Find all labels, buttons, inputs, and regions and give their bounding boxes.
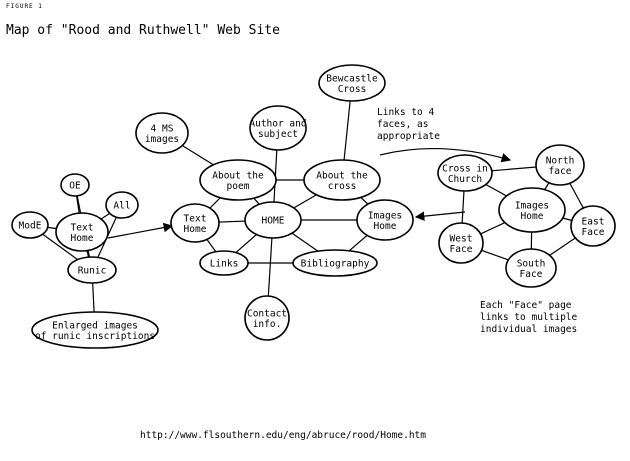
arrow-to-images-home	[414, 211, 466, 221]
node-shape-oe	[60, 173, 90, 197]
node-shape-home	[244, 201, 302, 239]
node-oe: OE	[60, 173, 90, 197]
node-label-oe: OE	[69, 181, 81, 192]
node-shape-north-face	[535, 144, 585, 186]
node-label-images-home-center: Images	[368, 210, 402, 221]
node-shape-south-face	[505, 248, 557, 288]
arrow-to-text-home	[107, 222, 174, 239]
node-label-contact: info.	[253, 319, 282, 330]
node-shape-about-cross	[303, 159, 381, 201]
node-label-east-face: East	[582, 216, 605, 227]
node-label-text-home-center: Home	[184, 224, 207, 235]
node-shape-links	[199, 250, 249, 276]
node-mode: ModE	[11, 211, 49, 239]
node-shape-contact	[244, 295, 290, 341]
node-shape-runic	[67, 256, 117, 284]
node-label-four-ms: images	[145, 134, 179, 145]
node-label-images-home-right: Home	[521, 211, 544, 222]
node-shape-bibliography	[292, 249, 378, 277]
node-label-mode: ModE	[19, 221, 42, 232]
arrow-to-faces	[379, 147, 512, 163]
node-shape-cross-church	[437, 154, 493, 192]
node-shape-about-poem	[199, 159, 277, 201]
node-shape-east-face	[570, 205, 616, 247]
face-pages-note: Each "Face" page links to multiple indiv…	[480, 300, 578, 335]
node-label-about-cross: cross	[328, 181, 357, 192]
node-label-bewcastle: Bewcastle	[326, 73, 378, 84]
node-label-text-home-left: Text	[71, 222, 94, 233]
node-label-home: HOME	[262, 216, 285, 227]
node-label-cross-church: Church	[448, 174, 482, 185]
node-label-about-cross: About the	[316, 170, 368, 181]
node-label-author: Author and	[249, 118, 306, 129]
node-label-south-face: South	[517, 258, 546, 269]
node-label-all: All	[113, 201, 130, 212]
node-shape-images-home-right	[498, 187, 566, 233]
node-label-bewcastle: Cross	[338, 84, 367, 95]
node-label-south-face: Face	[520, 269, 543, 280]
node-label-enlarged: of runic inscriptions	[35, 331, 155, 342]
node-label-north-face: face	[549, 166, 572, 177]
node-label-four-ms: 4 MS	[151, 123, 174, 134]
site-url: http://www.flsouthern.edu/eng/abruce/roo…	[140, 430, 426, 441]
node-label-about-poem: poem	[227, 181, 250, 192]
node-label-north-face: North	[546, 155, 575, 166]
node-shape-enlarged	[31, 311, 159, 349]
node-runic: Runic	[67, 256, 117, 284]
node-label-about-poem: About the	[212, 170, 264, 181]
node-label-images-home-right: Images	[515, 200, 549, 211]
node-links: Links	[199, 250, 249, 276]
node-label-west-face: West	[450, 233, 473, 244]
node-shape-all	[105, 191, 139, 219]
node-home: HOME	[244, 201, 302, 239]
node-label-cross-church: Cross in	[442, 163, 488, 174]
node-label-contact: Contact	[247, 308, 287, 319]
links-to-faces-note: Links to 4 faces, as appropriate	[377, 107, 440, 142]
figure-label: FIGURE 1	[6, 3, 43, 10]
node-all: All	[105, 191, 139, 219]
node-shape-images-home-center	[356, 199, 414, 241]
node-label-author: subject	[258, 129, 298, 140]
node-shape-four-ms	[135, 112, 189, 154]
node-shape-text-home-left	[55, 212, 109, 252]
node-label-runic: Runic	[78, 266, 107, 277]
diagram-title: Map of "Rood and Ruthwell" Web Site	[6, 23, 280, 38]
node-label-text-home-center: Text	[184, 213, 207, 224]
node-label-images-home-center: Home	[374, 221, 397, 232]
node-label-enlarged: Enlarged images	[52, 320, 138, 331]
node-label-links: Links	[210, 259, 239, 270]
node-label-west-face: Face	[450, 244, 473, 255]
node-shape-mode	[11, 211, 49, 239]
node-label-bibliography: Bibliography	[301, 259, 370, 270]
node-label-text-home-left: Home	[71, 233, 94, 244]
node-label-east-face: Face	[582, 227, 605, 238]
node-bibliography: Bibliography	[292, 249, 378, 277]
node-shape-author	[249, 105, 307, 151]
node-shape-west-face	[438, 222, 484, 264]
node-shape-bewcastle	[318, 64, 386, 102]
node-shape-text-home-center	[170, 203, 220, 243]
